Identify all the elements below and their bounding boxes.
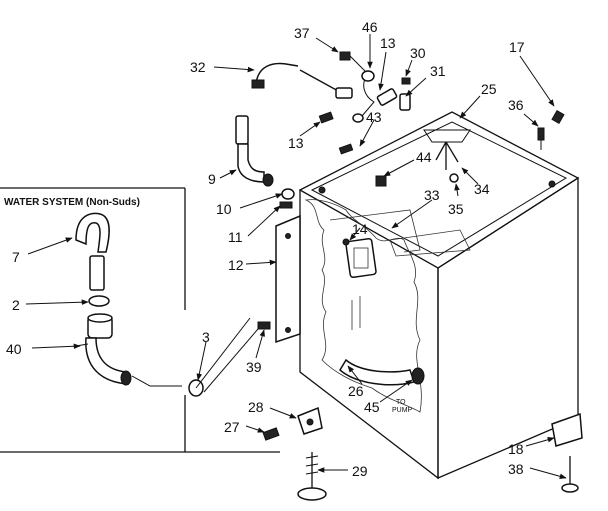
- cabinet-top-rim: [310, 121, 568, 257]
- callout-43: 43: [366, 109, 382, 125]
- clip-44-part: [375, 175, 387, 187]
- callout-13-top: 13: [380, 35, 396, 51]
- water-system-inset: WATER SYSTEM (Non-Suds): [0, 187, 280, 453]
- rim-hole-left: [318, 186, 326, 194]
- callout-30: 30: [410, 45, 426, 61]
- screw-11-part: [279, 201, 293, 209]
- cap-35-part: [449, 173, 459, 183]
- to-pump-note-line2: PUMP: [392, 407, 413, 414]
- cutaway-detail: [329, 209, 421, 253]
- pressure-switch-part: [342, 238, 377, 278]
- cutaway-edge: [304, 199, 422, 413]
- power-cord-part: [251, 62, 353, 99]
- callout-32: 32: [190, 59, 206, 75]
- callout-12: 12: [228, 257, 244, 273]
- callout-7: 7: [12, 249, 20, 265]
- callout-10: 10: [216, 201, 232, 217]
- cabinet-body: [298, 111, 580, 480]
- callout-39: 39: [246, 359, 262, 375]
- drain-hose-part: [339, 358, 425, 386]
- callout-28: 28: [248, 399, 264, 415]
- clip-27-part: [262, 427, 280, 441]
- curved-hose-part: [75, 212, 110, 253]
- callout-11: 11: [228, 229, 243, 245]
- callout-14: 14: [352, 221, 368, 237]
- callout-18: 18: [508, 441, 524, 457]
- ring-10-part: [281, 188, 295, 200]
- screw-39-part: [257, 321, 271, 330]
- callout-26: 26: [348, 383, 364, 399]
- callout-45: 45: [364, 399, 380, 415]
- straight-tube-part: [89, 255, 105, 291]
- cutaway-panel: [389, 229, 471, 257]
- clamp-part: [188, 317, 265, 397]
- to-pump-note-line1: TO: [396, 399, 406, 406]
- leveling-bracket-28-part: [297, 406, 323, 435]
- foot-38-part: [561, 456, 579, 493]
- callout-37: 37: [294, 25, 310, 41]
- callout-25: 25: [481, 81, 497, 97]
- leader-lines: [25, 34, 567, 480]
- callout-34: 34: [474, 181, 490, 197]
- rim-hole-right: [548, 180, 556, 188]
- leveling-leg-29-part: [297, 452, 327, 501]
- callout-35: 35: [448, 201, 464, 217]
- callout-2: 2: [12, 297, 20, 313]
- callout-40: 40: [6, 341, 22, 357]
- callout-13-mid: 13: [288, 135, 304, 151]
- bracket-18-part: [551, 412, 583, 447]
- callout-38: 38: [508, 461, 524, 477]
- hose-connector-line: [131, 375, 182, 387]
- top-corner-brace: [423, 129, 471, 170]
- callout-36: 36: [508, 97, 524, 113]
- screw-43-part: [338, 143, 354, 155]
- valve-elbow-part: [75, 313, 132, 386]
- callout-27: 27: [224, 419, 240, 435]
- bracket-12-part: [275, 214, 301, 344]
- callout-33: 33: [424, 187, 440, 203]
- screw-13-part: [318, 111, 334, 124]
- ring-part: [88, 295, 110, 307]
- callout-9: 9: [208, 171, 216, 187]
- callout-labels: 37 46 13 30 17 32 31 25 36 43 13 9 44 34…: [6, 19, 525, 479]
- clip-17-part: [551, 109, 565, 125]
- callout-44: 44: [416, 149, 432, 165]
- callout-31: 31: [430, 63, 446, 79]
- inset-title: WATER SYSTEM (Non-Suds): [4, 197, 140, 208]
- wire-harness-part: [339, 51, 375, 123]
- tube-9-part: [235, 115, 274, 187]
- bolt-36-part: [537, 127, 545, 150]
- callout-17: 17: [509, 39, 525, 55]
- callout-3: 3: [202, 329, 210, 345]
- callout-46: 46: [362, 19, 378, 35]
- callout-29: 29: [352, 463, 368, 479]
- switch-part: [376, 77, 411, 111]
